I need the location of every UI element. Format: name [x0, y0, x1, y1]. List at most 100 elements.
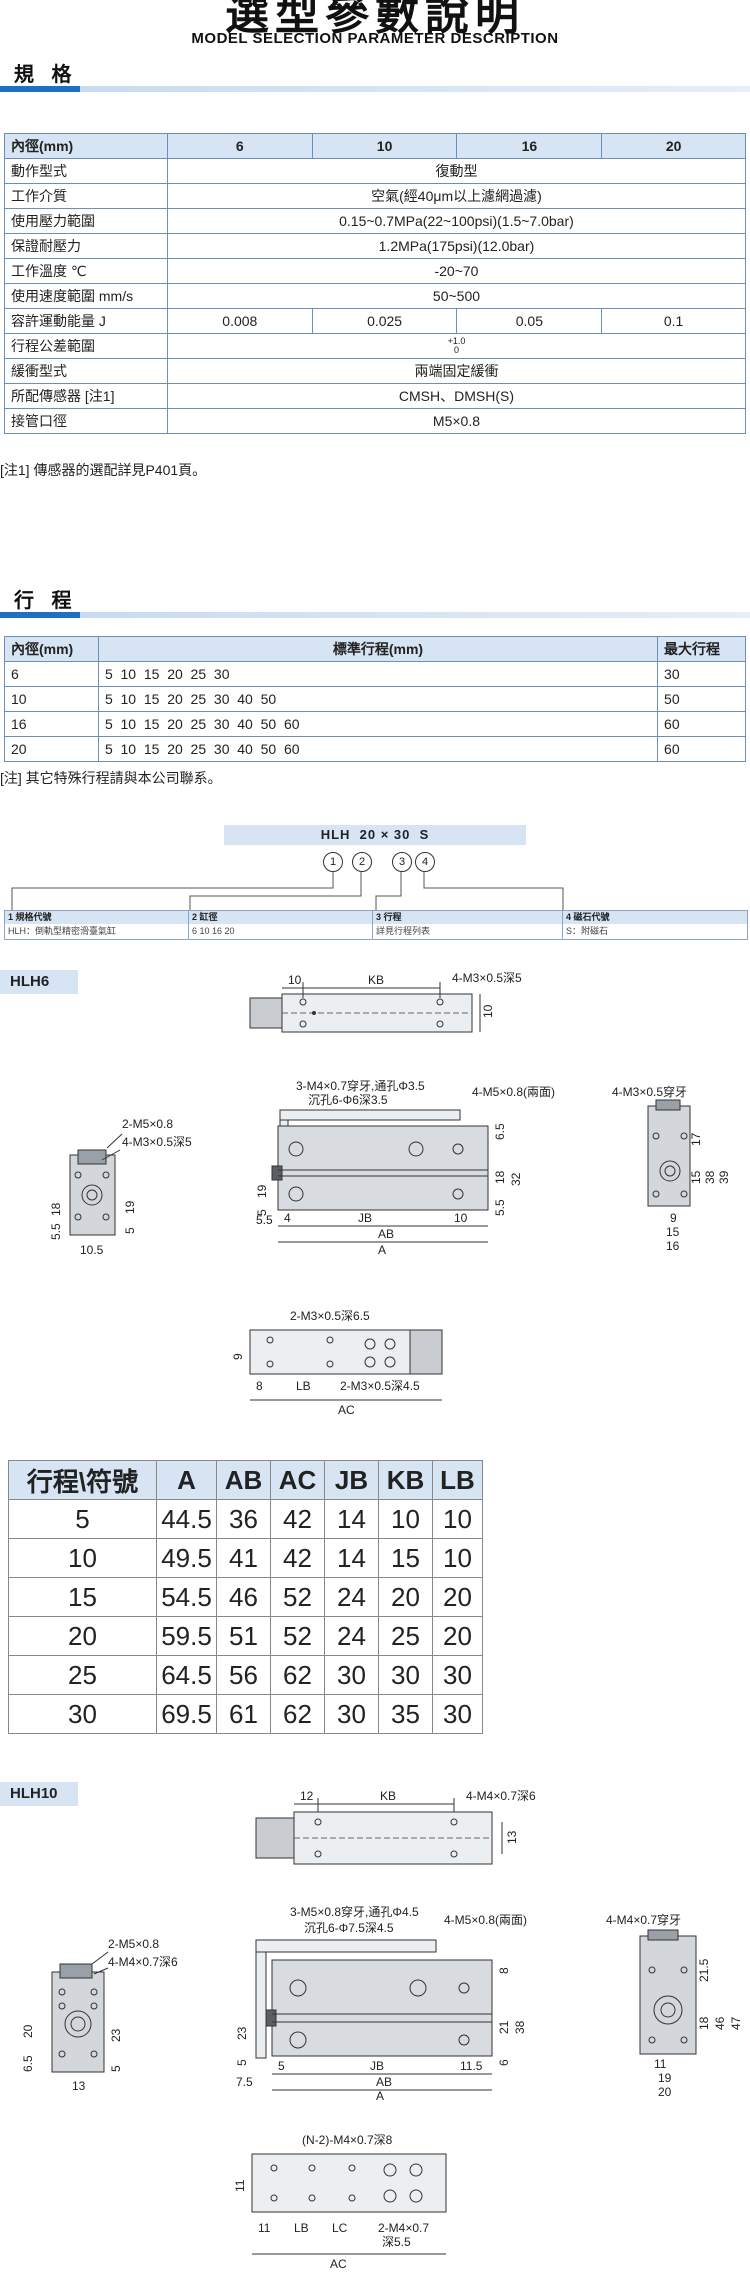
- stroke-max: 60: [657, 736, 746, 762]
- dim-label: 2-M3×0.5深4.5: [340, 1379, 420, 1393]
- spec-value: M5×0.8: [166, 408, 747, 434]
- dim-cell: 24: [324, 1577, 379, 1617]
- stroke-bore: 6: [4, 661, 99, 687]
- dim-cell: 14: [324, 1538, 379, 1578]
- dim-label: 9: [231, 1353, 245, 1360]
- dim-cell: 44.5: [156, 1499, 217, 1539]
- dim-cell: 25: [378, 1616, 433, 1656]
- spec-label: 行程公差範圍: [4, 333, 168, 359]
- dim-label: AC: [338, 1403, 355, 1417]
- dim-cell: 30: [324, 1694, 379, 1734]
- dim-label: 深5.5: [382, 2235, 411, 2249]
- spec-value: 復動型: [166, 158, 747, 184]
- dim-label: 19: [255, 1184, 269, 1198]
- dim-cell: 51: [216, 1616, 271, 1656]
- legend-spec-code: 1 規格代號 HLH：倒軌型精密滑臺氣缸: [4, 910, 190, 940]
- dim-label: 47: [729, 2016, 743, 2030]
- dim-label: 2-M3×0.5深6.5: [290, 1309, 370, 1323]
- dim-label: 6: [497, 2059, 511, 2066]
- hlh6-side-view: 2-M5×0.8 4-M3×0.5深5 18 5.5 19 5 10.5: [49, 1117, 192, 1257]
- dim-label: 5: [123, 1227, 137, 1234]
- dim-label: (N-2)-M4×0.7深8: [302, 2133, 393, 2147]
- dim-label: 15: [666, 1225, 680, 1239]
- dim-cell: 46: [216, 1577, 271, 1617]
- spec-value: 0.025: [311, 308, 458, 334]
- spec-label: 工作溫度 ℃: [4, 258, 168, 284]
- dim-label: 23: [235, 2026, 249, 2040]
- dim-label: 10.5: [80, 1243, 104, 1257]
- stroke-bore: 10: [4, 686, 99, 712]
- dim-label: 4-M3×0.5深5: [122, 1135, 192, 1149]
- dim-label: AB: [378, 1227, 394, 1241]
- dim-label: 38: [513, 2020, 527, 2034]
- code-marker-3: 3: [392, 852, 412, 872]
- dim-label: LB: [296, 1379, 311, 1393]
- spec-value: CMSH、DMSH(S): [166, 383, 747, 409]
- dim-label: 39: [717, 1170, 731, 1184]
- code-marker-4: 4: [415, 852, 435, 872]
- spec-header-bore: 內徑(mm): [4, 133, 168, 159]
- stroke-header-max: 最大行程: [657, 636, 746, 662]
- dim-label: 20: [658, 2085, 672, 2099]
- spec-value: 0.15~0.7MPa(22~100psi)(1.5~7.0bar): [166, 208, 747, 234]
- dim-cell: 10: [8, 1538, 157, 1578]
- dim-cell: 42: [270, 1499, 325, 1539]
- dim-header: A: [156, 1460, 217, 1500]
- dim-label: 4: [284, 1211, 291, 1225]
- tolerance-upper: +1.0: [447, 336, 466, 347]
- page-subtitle: MODEL SELECTION PARAMETER DESCRIPTION: [191, 30, 559, 47]
- dim-label: 11: [258, 2221, 271, 2235]
- legend-head: 1 規格代號: [5, 911, 189, 924]
- dim-label: 10: [481, 1004, 495, 1018]
- stroke-std: 5 10 15 20 25 30 40 50: [97, 686, 659, 712]
- model-tag-hlh6: HLH6: [0, 970, 78, 994]
- dim-cell: 10: [432, 1538, 483, 1578]
- dim-cell: 62: [270, 1655, 325, 1695]
- spec-label: 緩衝型式: [4, 358, 168, 384]
- dim-cell: 30: [8, 1694, 157, 1734]
- dim-label: A: [378, 1243, 386, 1257]
- dim-label: LB: [294, 2221, 309, 2235]
- dim-label: AC: [330, 2257, 347, 2271]
- stroke-std: 5 10 15 20 25 30: [97, 661, 659, 687]
- model-tag-hlh10: HLH10: [0, 1782, 78, 1806]
- dim-cell: 5: [8, 1499, 157, 1539]
- spec-header-16: 16: [456, 133, 603, 159]
- stroke-header-std: 標準行程(mm): [97, 636, 659, 662]
- hlh10-front-view: 3-M5×0.8穿牙,通孔Φ4.5 沉孔6-Φ7.5深4.5 4-M5×0.8(…: [235, 1904, 527, 2103]
- dim-label: 9: [670, 1211, 677, 1225]
- dim-label: 5: [235, 2059, 249, 2066]
- spec-value: 空氣(經40μm以上濾網過濾): [166, 183, 747, 209]
- dim-header: AC: [270, 1460, 325, 1500]
- tolerance-lower: 0: [453, 345, 459, 356]
- dim-label: 2-M4×0.7: [378, 2221, 429, 2235]
- spec-header-6: 6: [166, 133, 313, 159]
- code-marker-1: 1: [323, 852, 343, 872]
- spec-label: 動作型式: [4, 158, 168, 184]
- spec-value: -20~70: [166, 258, 747, 284]
- dim-label: 3-M5×0.8穿牙,通孔Φ4.5: [290, 1904, 419, 1919]
- legend-magnet: 4 磁石代號 S：附磁石: [562, 910, 748, 940]
- dim-label: 5: [255, 1209, 269, 1216]
- dim-cell: 30: [324, 1655, 379, 1695]
- dim-cell: 25: [8, 1655, 157, 1695]
- spec-label: 工作介質: [4, 183, 168, 209]
- spec-label: 保證耐壓力: [4, 233, 168, 259]
- dim-header: KB: [378, 1460, 433, 1500]
- stroke-bore: 16: [4, 711, 99, 737]
- dim-label: KB: [368, 973, 384, 987]
- order-code: HLH 20 × 30 S: [224, 825, 526, 845]
- dim-label: 6.5: [493, 1123, 507, 1140]
- hlh6-bottom-view: 2-M3×0.5深6.5 9 8 LB 2-M3×0.5深4.5 AC: [231, 1309, 443, 1417]
- dim-cell: 54.5: [156, 1577, 217, 1617]
- stroke-max: 30: [657, 661, 746, 687]
- dim-label: 4-M3×0.5穿牙: [612, 1084, 687, 1099]
- dim-cell: 62: [270, 1694, 325, 1734]
- dim-label: 20: [21, 2024, 35, 2038]
- dim-cell: 69.5: [156, 1694, 217, 1734]
- stroke-std: 5 10 15 20 25 30 40 50 60: [97, 711, 659, 737]
- dim-label: 10: [454, 1211, 468, 1225]
